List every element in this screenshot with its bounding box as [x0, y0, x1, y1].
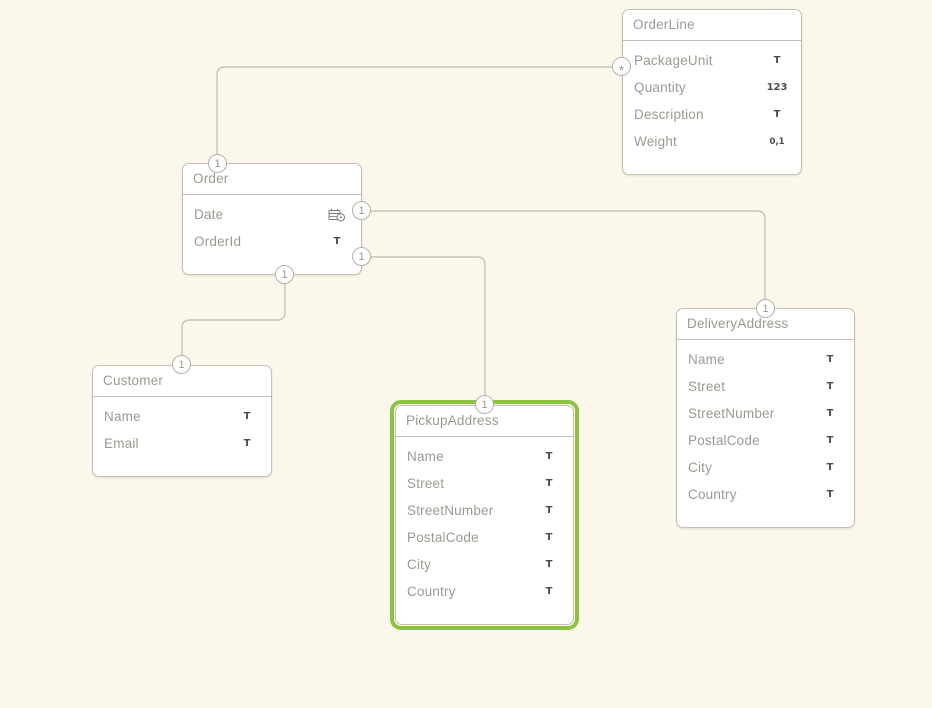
- entity-order[interactable]: Order Date OrderId: [182, 163, 362, 275]
- field-row[interactable]: PostalCode T: [677, 427, 854, 454]
- connector-order-orderline[interactable]: [216, 66, 618, 163]
- field-name: Email: [104, 436, 139, 451]
- field-name: PostalCode: [407, 530, 479, 545]
- field-name: PostalCode: [688, 433, 760, 448]
- text-type-label: T: [826, 408, 834, 419]
- cardinality-badge[interactable]: 1: [475, 395, 494, 414]
- field-name: Street: [688, 379, 726, 394]
- connector-order-deliveryaddress[interactable]: [362, 210, 766, 308]
- field-list: Name T Email T: [93, 397, 271, 476]
- number-type-label: 123: [766, 82, 788, 93]
- field-name: StreetNumber: [688, 406, 775, 421]
- cardinality-badge[interactable]: *: [612, 57, 631, 78]
- text-type-label: T: [545, 478, 553, 489]
- entity-pickupaddress[interactable]: PickupAddress Name T Street T StreetNumb…: [395, 405, 574, 625]
- field-name: City: [688, 460, 713, 475]
- field-name: Name: [688, 352, 725, 367]
- field-name: Country: [407, 584, 456, 599]
- cardinality-badge[interactable]: 1: [208, 154, 227, 173]
- text-type-label: T: [545, 451, 553, 462]
- field-name: OrderId: [194, 234, 242, 249]
- field-name: Weight: [634, 134, 677, 149]
- decimal-type-label: 0,1: [769, 136, 785, 147]
- field-row[interactable]: Name T: [396, 443, 573, 470]
- entity-orderline[interactable]: OrderLine PackageUnit T Quantity 123 Des…: [622, 9, 802, 175]
- text-type-label: T: [243, 438, 251, 449]
- field-name: StreetNumber: [407, 503, 494, 518]
- field-name: City: [407, 557, 432, 572]
- text-type-label: T: [243, 411, 251, 422]
- entity-deliveryaddress[interactable]: DeliveryAddress Name T Street T StreetNu…: [676, 308, 855, 528]
- cardinality-badge[interactable]: 1: [352, 201, 371, 220]
- cardinality-badge[interactable]: 1: [275, 265, 294, 284]
- field-name: Name: [407, 449, 444, 464]
- field-row[interactable]: Quantity 123: [623, 74, 801, 101]
- field-row[interactable]: Email T: [93, 430, 271, 457]
- text-type-label: T: [826, 435, 834, 446]
- field-row[interactable]: City T: [396, 551, 573, 578]
- field-name: Description: [634, 107, 704, 122]
- field-name: PackageUnit: [634, 53, 713, 68]
- field-row[interactable]: City T: [677, 454, 854, 481]
- field-list: Name T Street T StreetNumber T PostalCod…: [677, 340, 854, 527]
- field-row[interactable]: Name T: [677, 346, 854, 373]
- field-row[interactable]: Country T: [396, 578, 573, 605]
- field-list: Name T Street T StreetNumber T PostalCod…: [396, 437, 573, 624]
- entity-title: PickupAddress: [396, 406, 573, 437]
- entity-title: OrderLine: [623, 10, 801, 41]
- entity-title: Order: [183, 164, 361, 195]
- field-row[interactable]: Country T: [677, 481, 854, 508]
- cardinality-badge[interactable]: 1: [172, 355, 191, 374]
- field-row[interactable]: StreetNumber T: [396, 497, 573, 524]
- field-row[interactable]: Date: [183, 201, 361, 228]
- field-row[interactable]: Weight 0,1: [623, 128, 801, 155]
- entity-title: DeliveryAddress: [677, 309, 854, 340]
- text-type-label: T: [773, 109, 781, 120]
- field-row[interactable]: Street T: [677, 373, 854, 400]
- entity-title: Customer: [93, 366, 271, 397]
- text-type-label: T: [826, 489, 834, 500]
- text-type-label: T: [826, 462, 834, 473]
- text-type-label: T: [773, 55, 781, 66]
- connector-order-customer[interactable]: [181, 275, 286, 364]
- text-type-label: T: [826, 381, 834, 392]
- text-type-label: T: [333, 236, 341, 247]
- field-row[interactable]: Name T: [93, 403, 271, 430]
- field-row[interactable]: Street T: [396, 470, 573, 497]
- field-row[interactable]: Description T: [623, 101, 801, 128]
- text-type-label: T: [545, 505, 553, 516]
- field-name: Street: [407, 476, 445, 491]
- field-list: PackageUnit T Quantity 123 Description T…: [623, 41, 801, 174]
- field-list: Date OrderId T: [183, 195, 361, 274]
- cardinality-badge[interactable]: 1: [756, 299, 775, 318]
- calendar-clock-icon: [324, 208, 350, 222]
- field-row[interactable]: PackageUnit T: [623, 47, 801, 74]
- field-row[interactable]: StreetNumber T: [677, 400, 854, 427]
- field-name: Name: [104, 409, 141, 424]
- field-name: Country: [688, 487, 737, 502]
- text-type-label: T: [826, 354, 834, 365]
- selection-outline: PickupAddress Name T Street T StreetNumb…: [390, 400, 579, 630]
- field-row[interactable]: OrderId T: [183, 228, 361, 255]
- cardinality-badge[interactable]: 1: [352, 247, 371, 266]
- text-type-label: T: [545, 559, 553, 570]
- field-name: Quantity: [634, 80, 686, 95]
- text-type-label: T: [545, 532, 553, 543]
- connector-order-pickupaddress[interactable]: [362, 256, 486, 404]
- field-row[interactable]: PostalCode T: [396, 524, 573, 551]
- entity-customer[interactable]: Customer Name T Email T: [92, 365, 272, 477]
- field-name: Date: [194, 207, 224, 222]
- text-type-label: T: [545, 586, 553, 597]
